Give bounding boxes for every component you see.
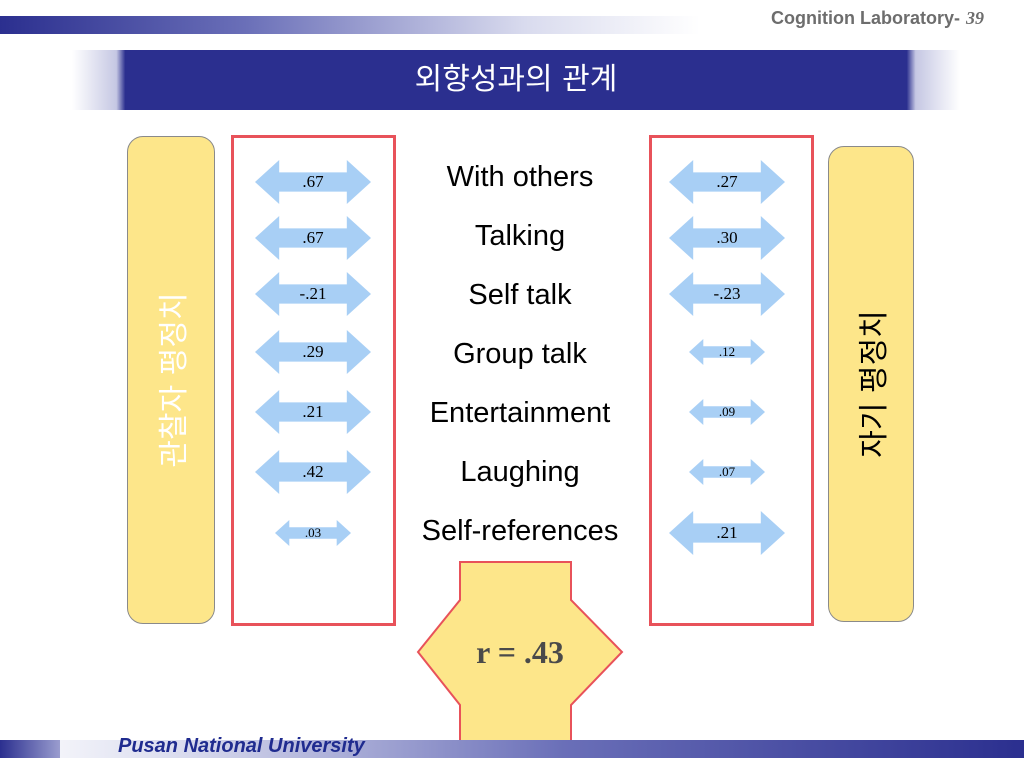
observer-correlation-value: .21 [302, 402, 324, 421]
observer-correlation-arrow: .67 [255, 216, 371, 260]
double-arrow-shape [689, 339, 765, 365]
self-correlation-value: .21 [716, 523, 738, 542]
self-correlation-arrow: .21 [669, 511, 785, 555]
slide-title: 외향성과의 관계 [414, 62, 618, 97]
double-arrow-shape [255, 390, 371, 434]
self-correlation-arrow: .12 [689, 339, 765, 365]
self-rating-panel: 자기 평정치 [828, 146, 914, 622]
observer-correlation-value: .42 [302, 462, 324, 481]
observer-rating-panel: 관찰자 평정치 [127, 136, 215, 624]
overall-correlation-value: r = .43 [476, 634, 564, 670]
self-correlation-arrow: .27 [669, 160, 785, 204]
observer-correlation-arrow: -.21 [255, 272, 371, 316]
header-lab-label: Cognition Laboratory- [771, 8, 960, 28]
title-band [72, 50, 960, 110]
behavior-label: Group talk [453, 338, 587, 370]
behavior-label: Talking [474, 220, 566, 252]
behavior-label: Laughing [460, 456, 580, 488]
double-arrow-shape [669, 511, 785, 555]
top-decor-strip [0, 16, 700, 34]
overall-correlation-cross: r = .43 [415, 560, 625, 745]
double-arrow-shape [255, 450, 371, 494]
observer-rating-label: 관찰자 평정치 [157, 292, 192, 468]
self-correlation-value: .09 [718, 404, 736, 419]
behavior-label: Entertainment [429, 397, 611, 429]
behavior-label: Self talk [468, 279, 572, 311]
behavior-label: Self-references [421, 515, 619, 547]
behavior-label: With others [446, 161, 594, 193]
bottom-decor-strip [0, 740, 1024, 758]
bottom-left-decor [0, 740, 60, 758]
observer-correlation-value: .29 [302, 342, 324, 361]
self-correlation-value: .27 [716, 172, 738, 191]
double-arrow-shape [275, 520, 351, 546]
double-arrow-shape [255, 160, 371, 204]
observer-correlation-box [231, 135, 396, 626]
observer-correlation-arrow: .29 [255, 330, 371, 374]
header-lab-text: Cognition Laboratory- 39 [771, 8, 984, 29]
observer-correlation-value: .67 [302, 172, 324, 191]
self-correlation-value: .12 [718, 344, 736, 359]
observer-correlation-value: .67 [302, 228, 324, 247]
self-correlation-arrow: .30 [669, 216, 785, 260]
self-correlation-value: .07 [718, 464, 736, 479]
footer-university: Pusan National University [118, 735, 365, 757]
double-arrow-shape [669, 272, 785, 316]
self-correlation-value: .30 [716, 228, 738, 247]
self-rating-label: 자기 평정치 [857, 310, 892, 458]
self-correlation-arrow: .07 [689, 459, 765, 485]
observer-correlation-arrow: .42 [255, 450, 371, 494]
double-arrow-shape [255, 330, 371, 374]
self-correlation-box [649, 135, 814, 626]
double-arrow-shape [255, 272, 371, 316]
observer-correlation-value: .03 [304, 525, 322, 540]
page-number: 39 [966, 8, 984, 28]
self-correlation-arrow: .09 [689, 399, 765, 425]
double-arrow-shape [689, 459, 765, 485]
observer-correlation-arrow: .67 [255, 160, 371, 204]
observer-correlation-value: -.21 [299, 284, 327, 303]
double-arrow-shape [669, 216, 785, 260]
self-correlation-arrow: -.23 [669, 272, 785, 316]
double-arrow-shape [689, 399, 765, 425]
observer-correlation-arrow: .21 [255, 390, 371, 434]
self-correlation-value: -.23 [713, 284, 741, 303]
double-arrow-shape [255, 216, 371, 260]
observer-correlation-arrow: .03 [275, 520, 351, 546]
double-arrow-shape [669, 160, 785, 204]
